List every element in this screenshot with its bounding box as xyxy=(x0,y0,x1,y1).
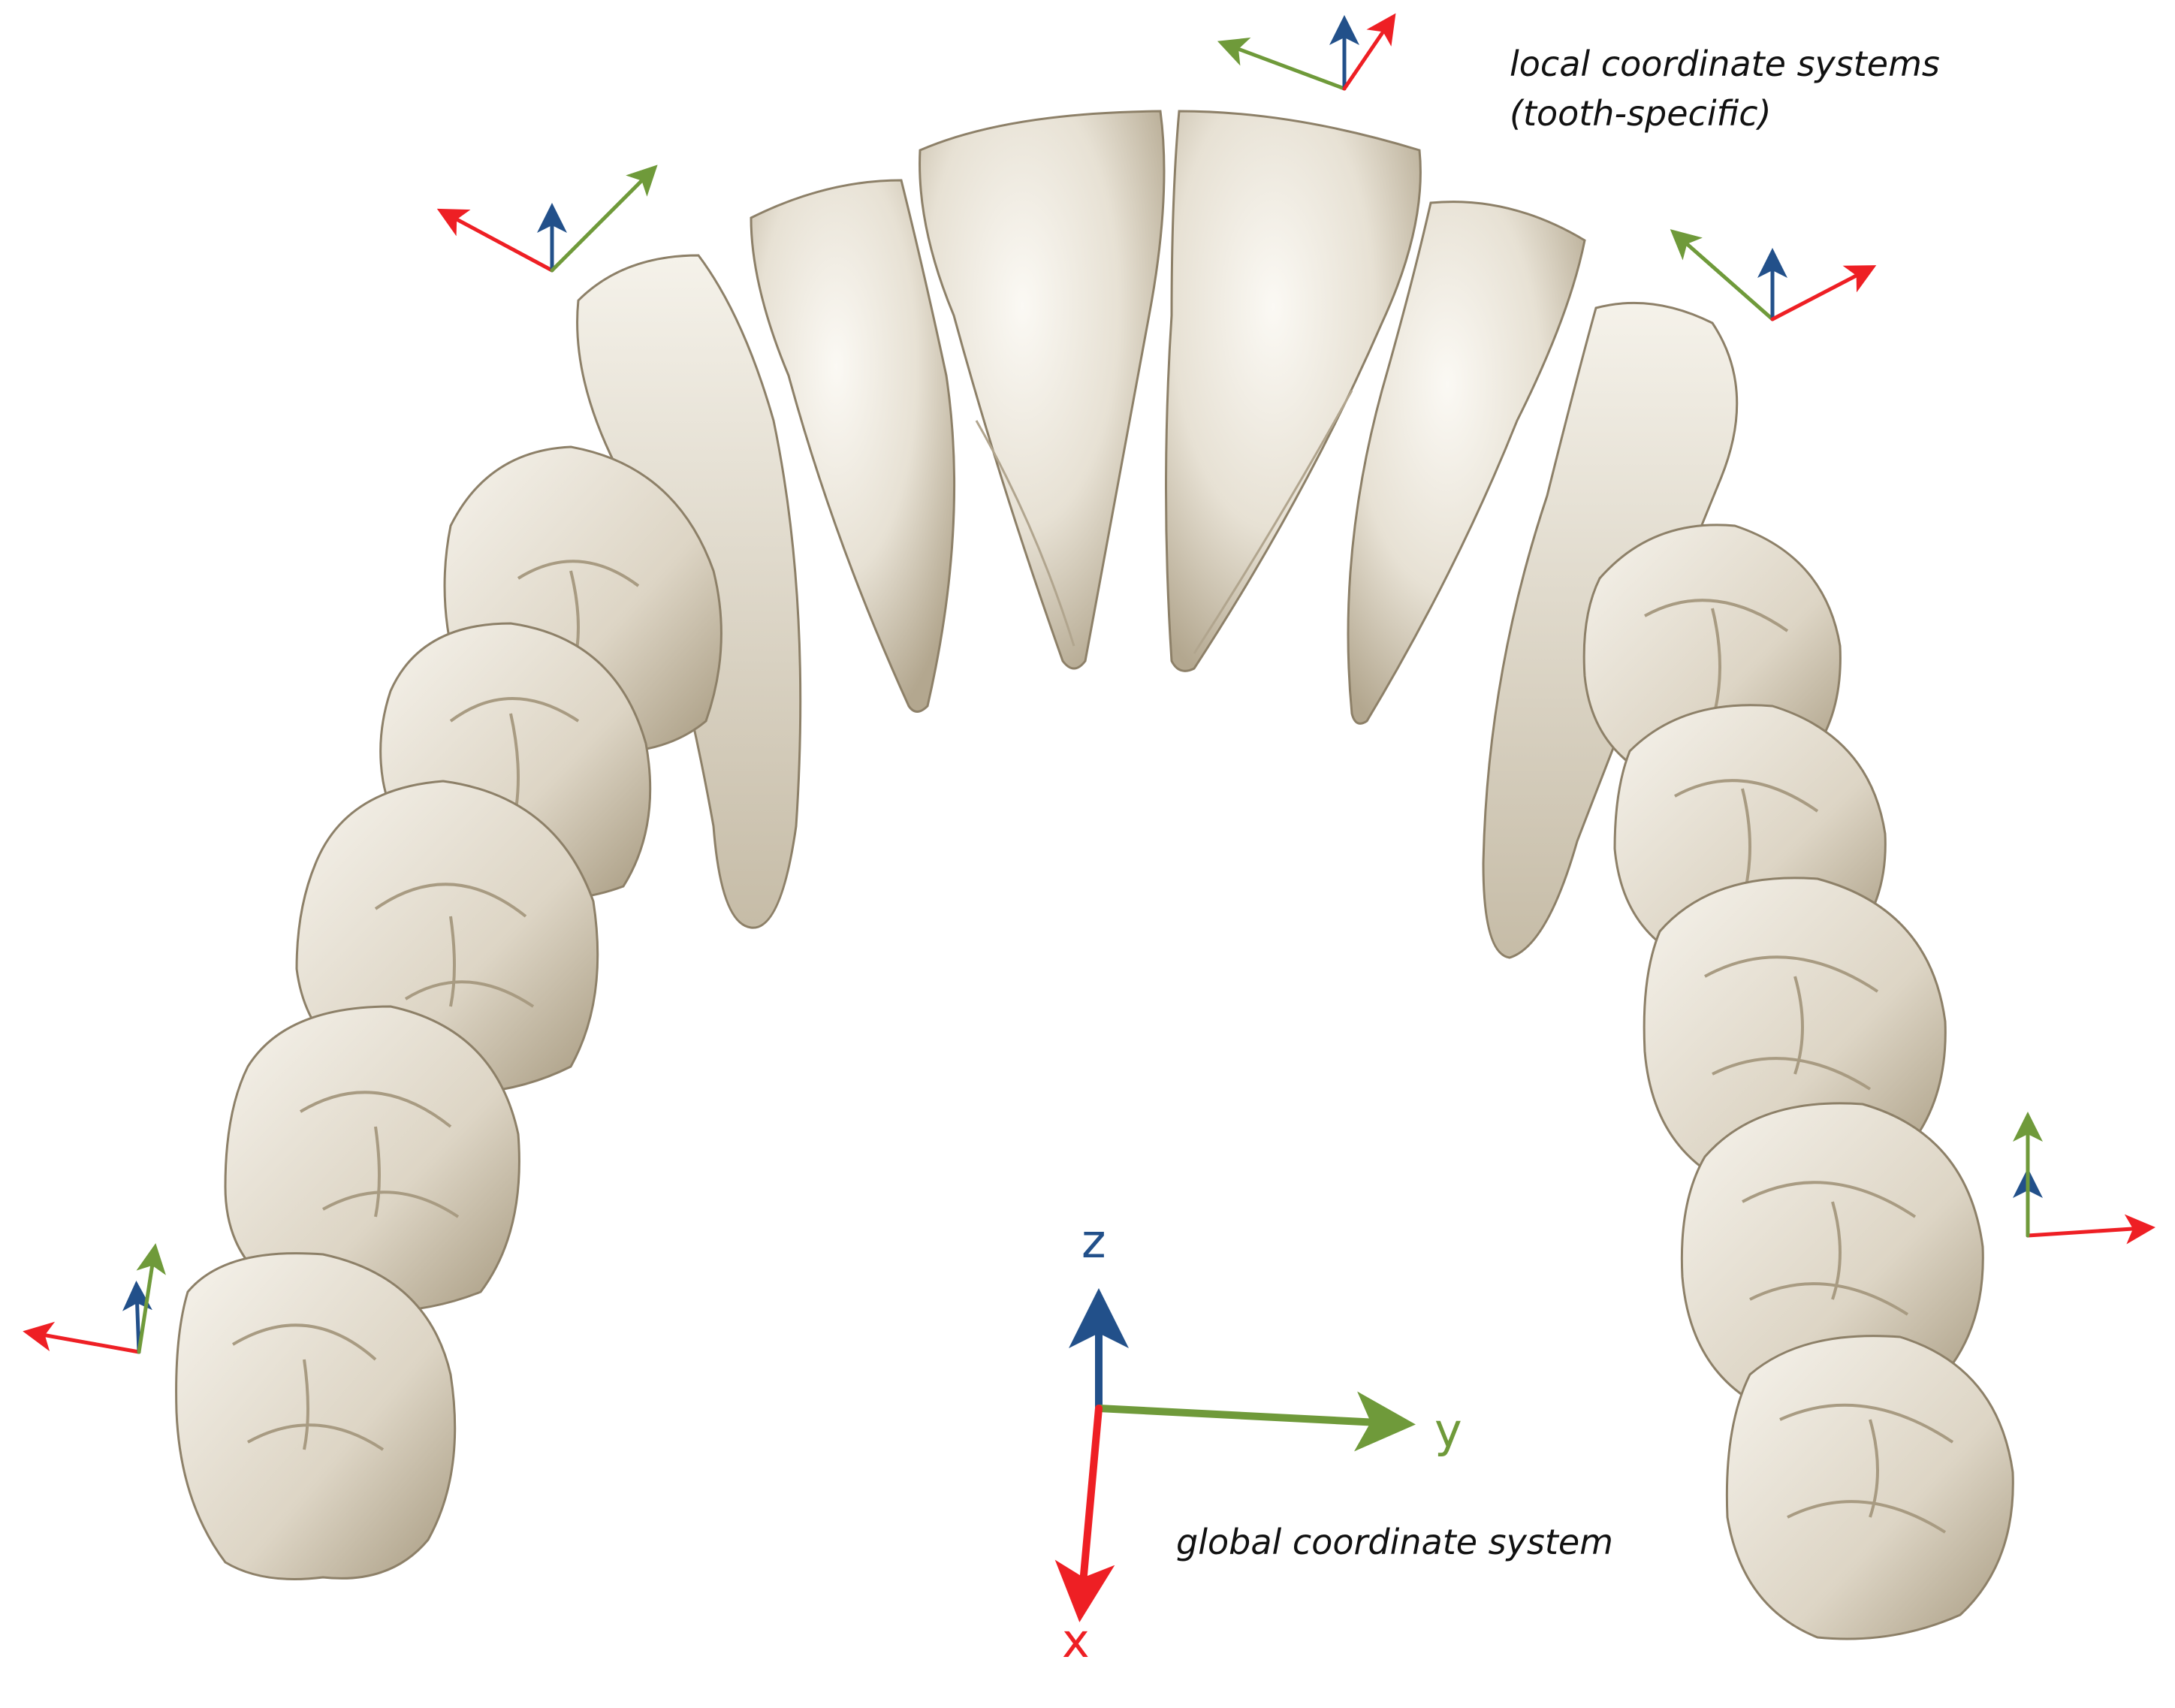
local-triads xyxy=(23,13,2155,1354)
local-triad-incisor xyxy=(1217,13,1396,91)
global-axes xyxy=(1054,1288,1416,1622)
local-triad-left-canine xyxy=(436,164,658,273)
local-coordinate-caption: local coordinate systems (tooth-specific… xyxy=(1510,39,1940,138)
local-caption-line1: local coordinate systems xyxy=(1510,44,1940,84)
tooth-molar-right-3 xyxy=(1725,1335,2014,1640)
local-triad-right-canine xyxy=(1670,229,1877,321)
global-y-axis xyxy=(1095,1391,1416,1452)
tooth-molar-left-3 xyxy=(175,1252,457,1580)
tooth-molar-right-2 xyxy=(1680,1102,1984,1411)
global-y-label: y xyxy=(1434,1403,1462,1458)
global-x-label: x xyxy=(1062,1613,1090,1668)
dental-arch xyxy=(175,110,2014,1640)
global-z-label: z xyxy=(1081,1214,1106,1269)
tooth-central-incisor-left xyxy=(919,110,1166,670)
tooth-molar-left-2 xyxy=(224,1005,520,1314)
tooth-central-incisor-right xyxy=(1165,110,1422,672)
local-triad-right-molar xyxy=(2013,1112,2155,1245)
global-x-axis xyxy=(1054,1405,1115,1622)
local-triad-left-molar xyxy=(23,1243,166,1354)
global-coordinate-caption: global coordinate system xyxy=(1176,1522,1613,1562)
tooth-lateral-incisor-left xyxy=(750,179,956,713)
local-caption-line2: (tooth-specific) xyxy=(1510,93,1772,134)
tooth-lateral-incisor-right xyxy=(1347,201,1586,725)
